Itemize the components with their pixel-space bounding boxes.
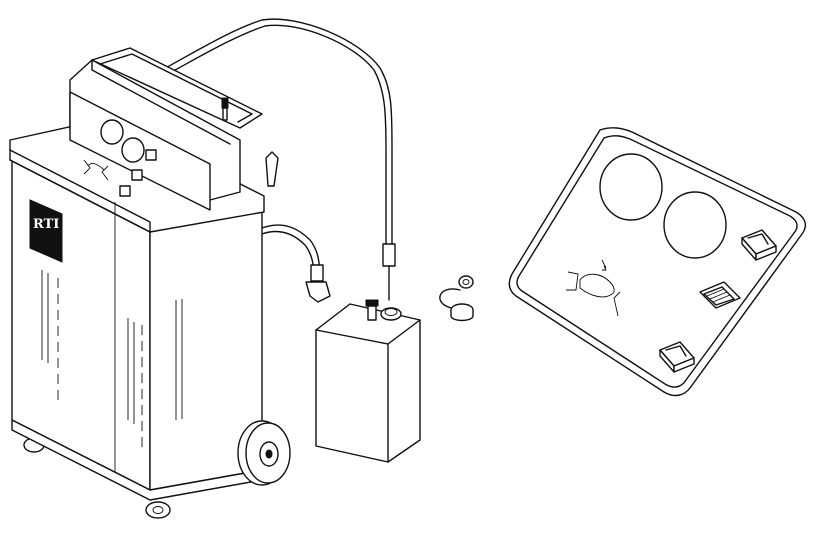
switch-2-icon: [132, 170, 142, 180]
side-hose: [262, 225, 330, 302]
fluid-tank: [316, 300, 420, 462]
hose-adapter-icon: [440, 276, 473, 321]
panel-gauge-left-icon: [600, 154, 662, 220]
logo-text: RTI: [33, 217, 59, 232]
tank-cap-icon: [381, 308, 401, 320]
gauge-right-icon: [122, 138, 144, 162]
switch-3-icon: [120, 186, 130, 196]
caster-wheel-front: [146, 502, 170, 518]
control-panel-detail: [509, 128, 805, 396]
top-valve-icon: [222, 98, 228, 120]
service-machine: RTI: [10, 48, 290, 518]
main-wheel: [238, 421, 290, 485]
side-handle-icon: [266, 152, 278, 186]
tank-fitting-icon: [366, 300, 378, 320]
gauge-left-icon: [101, 120, 123, 144]
panel-gauge-right-icon: [664, 192, 726, 258]
switch-1-icon: [146, 150, 156, 160]
